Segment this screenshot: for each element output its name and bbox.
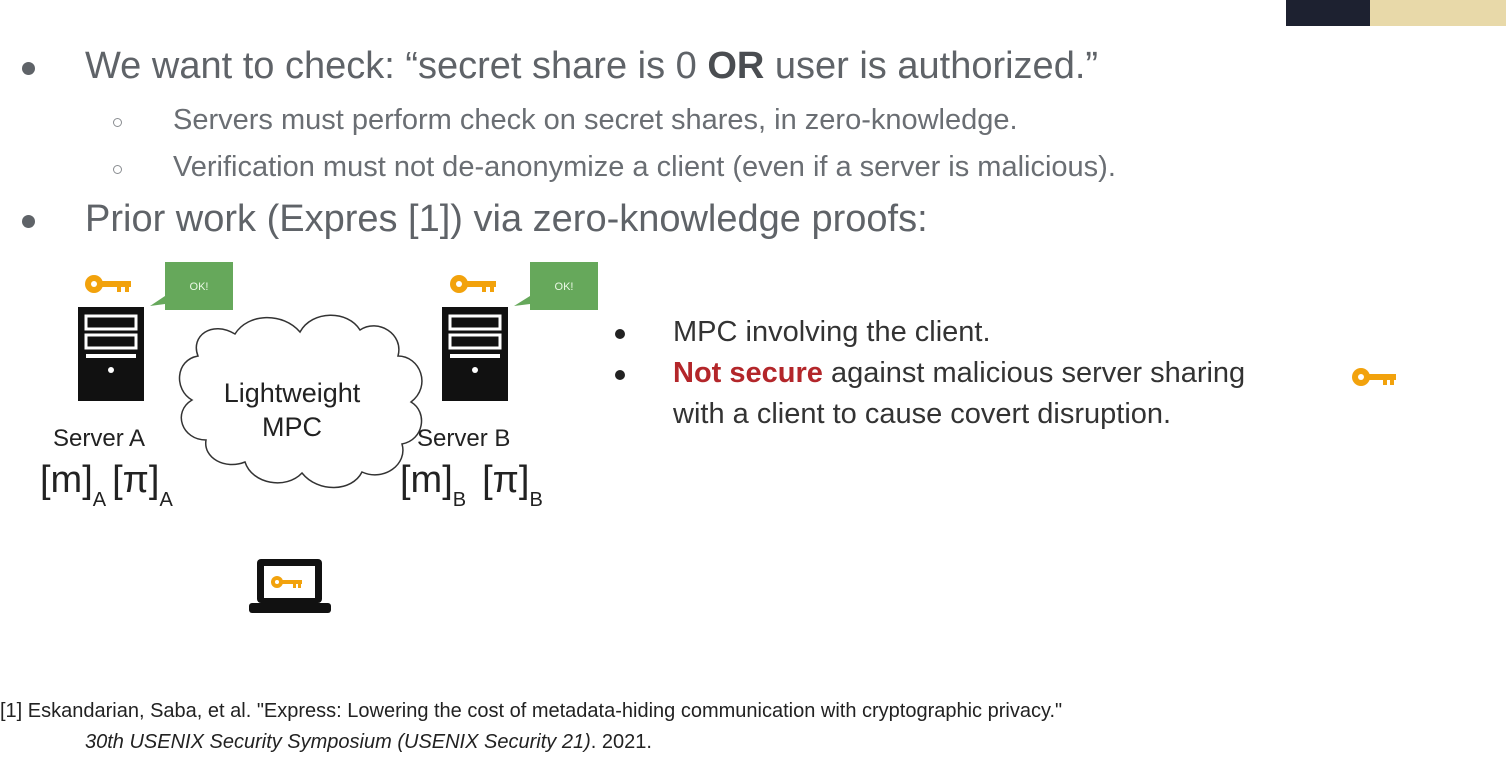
not-secure-rest: against malicious server sharing xyxy=(822,357,1246,389)
not-secure-text: Not secure xyxy=(673,357,823,389)
sub-bullet-dot xyxy=(113,118,122,127)
reference-line2: 30th USENIX Security Symposium (USENIX S… xyxy=(85,731,652,754)
key-icon xyxy=(271,576,302,588)
statement-or: OR xyxy=(707,45,765,87)
reference-venue: 30th USENIX Security Symposium (USENIX S… xyxy=(85,731,591,753)
ok-speech-bubble: OK! xyxy=(150,262,233,310)
statement-text-post: user is authorized.” xyxy=(764,45,1099,87)
cloud-label-line1: Lightweight xyxy=(223,378,361,408)
key-icon xyxy=(1352,368,1396,386)
bullet-check-statement: We want to check: “secret share is 0 OR … xyxy=(85,45,1098,88)
reference-year: . 2021. xyxy=(590,731,652,753)
share-subscript: A xyxy=(92,489,107,511)
bullet-dot xyxy=(22,215,35,228)
sub-bullet-servers: Servers must perform check on secret sha… xyxy=(173,104,1018,136)
webcam-thumbnail xyxy=(1286,0,1506,26)
server-b-icon xyxy=(442,307,508,401)
share-subscript: B xyxy=(452,489,467,511)
cloud-label: Lightweight MPC xyxy=(207,376,377,444)
cloud-icon xyxy=(178,314,423,489)
cloud-label-line2: MPC xyxy=(262,412,322,442)
share-pi: [π] xyxy=(112,459,160,501)
bullet-not-secure-line2: with a client to cause covert disruption… xyxy=(673,398,1172,430)
ok-text: OK! xyxy=(555,281,574,293)
share-pi: [π] xyxy=(482,459,530,501)
mpc-diagram: OK! OK! xyxy=(78,262,598,613)
server-b-shares: [m]B[π]B xyxy=(400,459,543,512)
sub-bullet-dot xyxy=(113,165,122,174)
share-m: [m] xyxy=(400,459,453,501)
laptop-icon xyxy=(249,559,331,613)
server-b-label: Server B xyxy=(417,425,511,452)
server-a-label: Server A xyxy=(53,425,146,452)
share-subscript: B xyxy=(529,489,543,511)
statement-text-pre: We want to check: “secret share is 0 xyxy=(85,45,708,87)
bullet-dot xyxy=(615,370,625,380)
server-a-icon xyxy=(78,307,144,401)
bullet-dot xyxy=(22,62,35,75)
ok-speech-bubble: OK! xyxy=(514,262,598,310)
bullet-not-secure: Not secure against malicious server shar… xyxy=(673,357,1245,390)
ok-text: OK! xyxy=(190,281,209,293)
key-icon xyxy=(450,275,496,293)
key-icon xyxy=(85,275,131,293)
bullet-mpc-client: MPC involving the client. xyxy=(673,316,991,348)
sub-bullet-verification: Verification must not de-anonymize a cli… xyxy=(173,151,1116,183)
share-subscript: A xyxy=(159,489,173,511)
share-m: [m] xyxy=(40,459,93,501)
reference-line1: [1] Eskandarian, Saba, et al. "Express: … xyxy=(0,700,1063,722)
bullet-dot xyxy=(615,329,625,339)
server-a-shares: [m]A[π]A xyxy=(40,459,173,512)
bullet-prior-work: Prior work (Expres [1]) via zero-knowled… xyxy=(85,198,928,240)
